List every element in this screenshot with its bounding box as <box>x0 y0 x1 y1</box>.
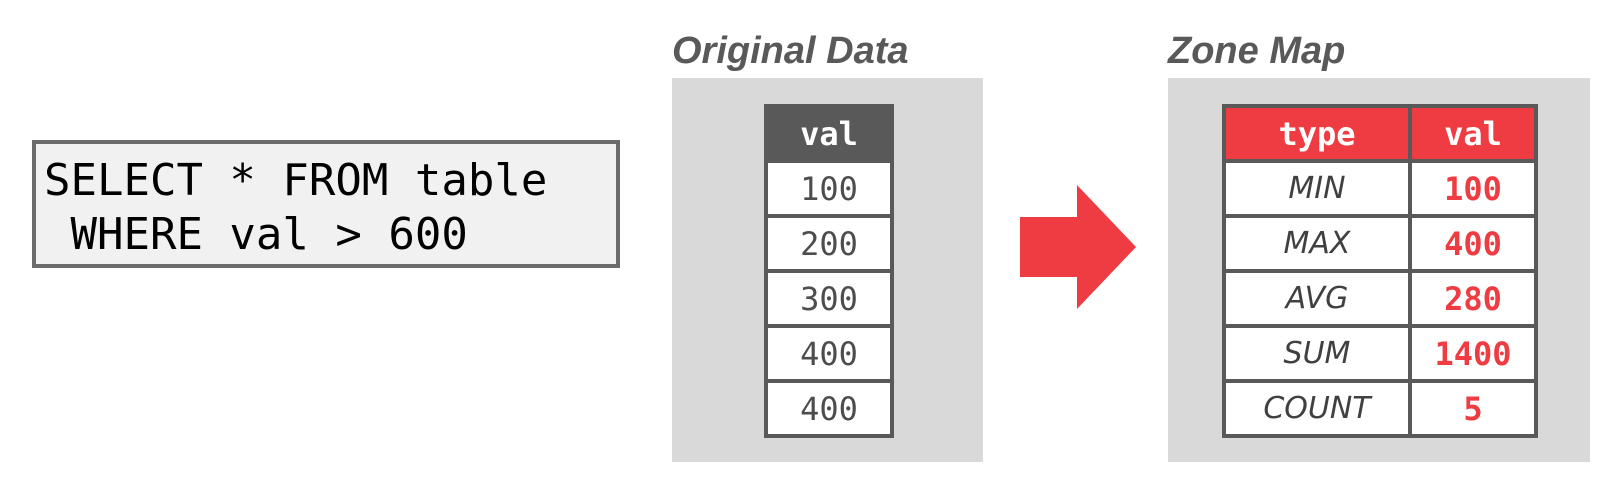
original-data-title: Original Data <box>672 30 909 72</box>
zone-map-val-cell: 280 <box>1408 269 1538 328</box>
zone-map-header-val: val <box>1408 104 1538 163</box>
original-data-cell: 400 <box>764 324 894 383</box>
zone-map-type-cell: COUNT <box>1222 379 1412 438</box>
original-data-cell: 100 <box>764 159 894 218</box>
zone-map-table: type val MIN 100 MAX 400 AVG 280 SUM 140… <box>1222 104 1538 438</box>
original-data-cell: 300 <box>764 269 894 328</box>
zone-map-val-cell: 5 <box>1408 379 1538 438</box>
zone-map-type-cell: MIN <box>1222 159 1412 218</box>
sql-query-box: SELECT * FROM table WHERE val > 600 <box>32 140 620 268</box>
zone-map-header-type: type <box>1222 104 1412 163</box>
zone-map-type-cell: MAX <box>1222 214 1412 273</box>
zone-map-type-cell: SUM <box>1222 324 1412 383</box>
right-arrow-icon <box>1020 185 1136 313</box>
zone-map-val-cell: 400 <box>1408 214 1538 273</box>
original-data-header: val <box>764 104 894 163</box>
zone-map-row: MIN 100 <box>1222 159 1538 218</box>
zone-map-row: COUNT 5 <box>1222 379 1538 438</box>
zone-map-title: Zone Map <box>1168 30 1346 72</box>
sql-query-line-1: SELECT * FROM table <box>44 155 548 206</box>
zone-map-row: SUM 1400 <box>1222 324 1538 383</box>
zone-map-row: MAX 400 <box>1222 214 1538 273</box>
zone-map-val-cell: 1400 <box>1408 324 1538 383</box>
original-data-cell: 200 <box>764 214 894 273</box>
zone-map-val-cell: 100 <box>1408 159 1538 218</box>
zone-map-type-cell: AVG <box>1222 269 1412 328</box>
zone-map-row: AVG 280 <box>1222 269 1538 328</box>
sql-query-line-2: WHERE val > 600 <box>44 209 468 260</box>
original-data-table: val 100 200 300 400 400 <box>764 104 894 438</box>
original-data-cell: 400 <box>764 379 894 438</box>
right-arrow-shape <box>1020 185 1136 309</box>
